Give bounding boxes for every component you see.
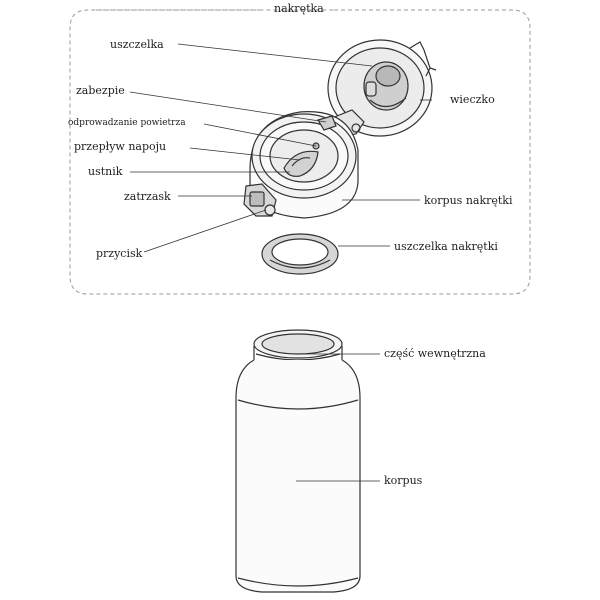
label-odprowadzanie: odprowadzanie powietrza <box>68 118 186 128</box>
leader-odprowadzanie <box>203 123 317 147</box>
leader-uszczelka <box>177 43 373 67</box>
leader-zabezpie <box>129 91 327 123</box>
label-korpus: korpus <box>384 474 423 487</box>
cap-group-title: nakrętka <box>274 2 324 15</box>
label-zabezpie: zabezpie <box>76 84 125 97</box>
cap-seal-ring <box>261 233 339 275</box>
label-czesc-wewnetrzna: część wewnętrzna <box>384 347 486 360</box>
label-przycisk: przycisk <box>96 247 143 260</box>
leader-przycisk <box>143 209 267 253</box>
lid-shape <box>327 39 437 137</box>
label-wieczko: wieczko <box>450 93 495 106</box>
cap-body-shape <box>243 111 359 219</box>
bottle-body-shape <box>235 359 361 593</box>
leader-lines <box>129 43 432 482</box>
cap-group-frame <box>69 9 531 295</box>
label-uszczelka-nakretki: uszczelka nakrętki <box>394 240 498 253</box>
label-korpus-nakretki: korpus nakrętki <box>424 194 513 207</box>
bottle-illustration <box>235 329 361 593</box>
label-ustnik: ustnik <box>88 165 123 178</box>
label-uszczelka: uszczelka <box>110 38 164 51</box>
label-zatrzask: zatrzask <box>124 190 171 203</box>
leader-przeplyw <box>189 147 301 161</box>
label-przeplyw: przepływ napoju <box>74 140 167 153</box>
